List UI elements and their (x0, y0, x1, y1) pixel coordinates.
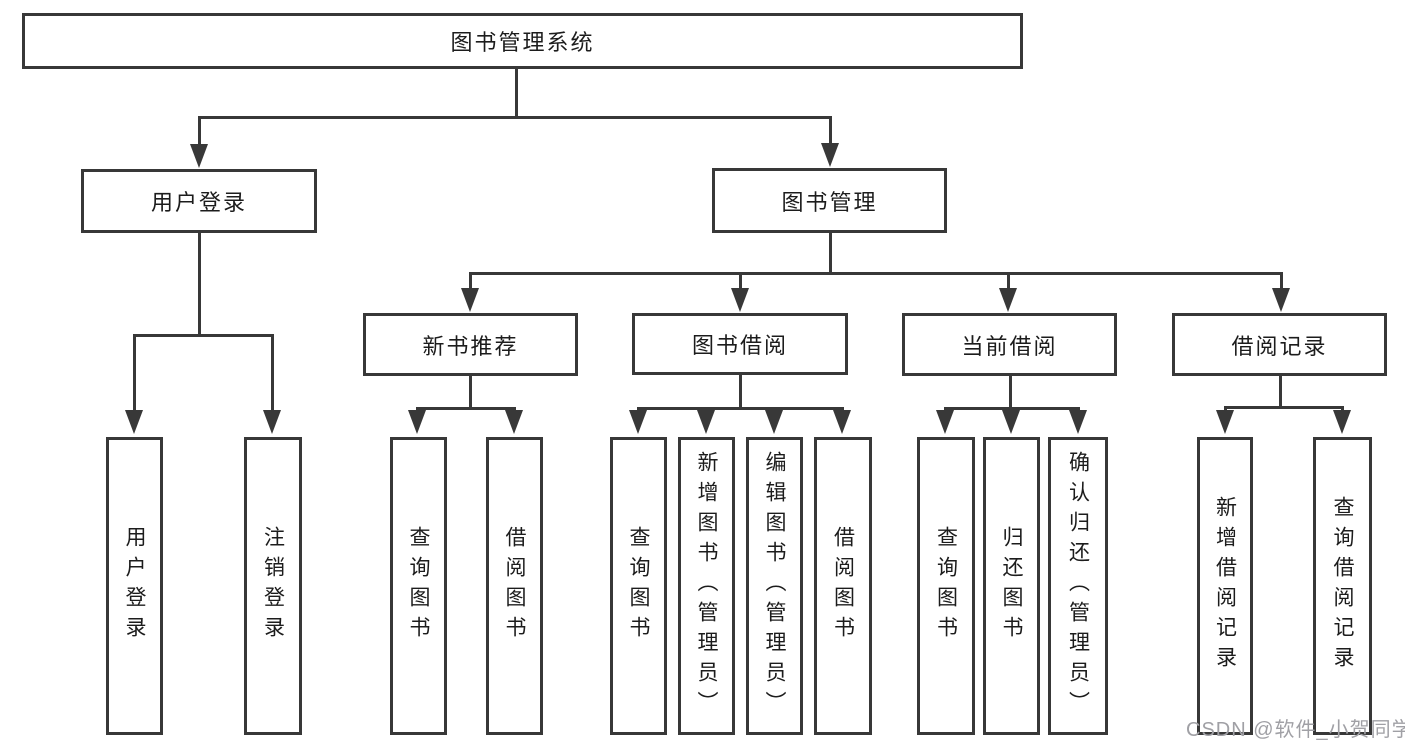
arrow-down-icon (697, 410, 715, 434)
node-label-leaf-return-book: 归还图书 (1000, 526, 1023, 646)
node-leaf-query-book-current: 查询图书 (917, 437, 975, 735)
node-library-system: 图书管理系统 (22, 13, 1023, 69)
connector-stem (197, 233, 201, 337)
node-label-user-login-module: 用户登录 (150, 190, 247, 215)
node-label-current-borrowing: 当前借阅 (961, 333, 1058, 359)
node-leaf-borrow-book-recommend: 借阅图书 (486, 437, 543, 735)
node-label-leaf-query-book-borrow: 查询图书 (627, 526, 650, 646)
node-book-management-module: 图书管理 (712, 168, 947, 233)
connector-drop (738, 273, 742, 294)
arrow-down-icon (408, 410, 426, 434)
node-label-leaf-logout: 注销登录 (261, 526, 285, 646)
arrow-down-icon (765, 410, 783, 434)
connector-drop (132, 335, 136, 416)
node-leaf-return-book: 归还图书 (983, 437, 1040, 735)
node-leaf-query-borrow-record: 查询借阅记录 (1313, 437, 1372, 735)
node-label-leaf-borrow-book-recommend: 借阅图书 (503, 526, 526, 646)
arrow-down-icon (821, 143, 839, 167)
arrow-down-icon (461, 288, 479, 312)
node-leaf-borrow-book-borrow: 借阅图书 (814, 437, 872, 735)
connector-bar (132, 333, 274, 337)
connector-stem (468, 376, 472, 410)
node-label-leaf-query-book-current: 查询图书 (934, 526, 958, 646)
node-label-leaf-confirm-return-admin: 确认归还（管理员） (1066, 451, 1090, 721)
connector-bar (468, 271, 1283, 275)
arrow-down-icon (936, 410, 954, 434)
connector-drop (828, 117, 832, 149)
connector-stem (1278, 376, 1282, 409)
node-borrowing-records: 借阅记录 (1172, 313, 1387, 376)
node-label-leaf-add-book-admin: 新增图书（管理员） (695, 451, 718, 721)
node-label-leaf-user-login: 用户登录 (123, 526, 146, 646)
arrow-down-icon (190, 144, 208, 168)
node-current-borrowing: 当前借阅 (902, 313, 1117, 376)
node-label-leaf-borrow-book-borrow: 借阅图书 (831, 526, 855, 646)
node-label-new-book-recommend: 新书推荐 (422, 333, 519, 359)
node-leaf-add-book-admin: 新增图书（管理员） (678, 437, 735, 735)
arrow-down-icon (1002, 410, 1020, 434)
connector-drop (468, 273, 472, 294)
node-label-library-system: 图书管理系统 (450, 30, 595, 55)
arrow-down-icon (999, 288, 1017, 312)
arrow-down-icon (1069, 410, 1087, 434)
node-leaf-query-book-recommend: 查询图书 (390, 437, 447, 735)
arrow-down-icon (629, 410, 647, 434)
arrow-down-icon (505, 410, 523, 434)
arrow-down-icon (263, 410, 281, 434)
node-leaf-query-book-borrow: 查询图书 (610, 437, 667, 735)
node-label-leaf-query-book-recommend: 查询图书 (407, 526, 430, 646)
arrow-down-icon (125, 410, 143, 434)
connector-bar (636, 406, 844, 410)
node-label-book-management-module: 图书管理 (781, 189, 878, 215)
node-new-book-recommend: 新书推荐 (363, 313, 578, 376)
arrow-down-icon (731, 288, 749, 312)
connector-drop (197, 117, 201, 150)
arrow-down-icon (1333, 410, 1351, 434)
connector-stem (1008, 376, 1012, 410)
node-label-book-borrowing: 图书借阅 (691, 333, 788, 358)
connector-bar (197, 115, 832, 119)
connector-stem (514, 69, 518, 119)
arrow-down-icon (1216, 410, 1234, 434)
node-label-leaf-edit-book-admin: 编辑图书（管理员） (763, 451, 786, 721)
connector-drop (270, 335, 274, 416)
node-label-leaf-query-borrow-record: 查询借阅记录 (1331, 496, 1354, 676)
connector-bar (1223, 405, 1344, 409)
node-leaf-user-login: 用户登录 (106, 437, 163, 735)
node-label-leaf-add-borrow-record: 新增借阅记录 (1213, 496, 1237, 676)
connector-drop (1279, 273, 1283, 294)
connector-stem (738, 375, 742, 410)
connector-stem (828, 233, 832, 275)
arrow-down-icon (1272, 288, 1290, 312)
connector-drop (1006, 273, 1010, 294)
node-leaf-edit-book-admin: 编辑图书（管理员） (746, 437, 803, 735)
node-leaf-logout: 注销登录 (244, 437, 302, 735)
csdn-watermark: CSDN @软件_小贺同学 (1186, 719, 1405, 741)
node-book-borrowing: 图书借阅 (632, 313, 848, 375)
connector-bar (415, 406, 516, 410)
node-label-borrowing-records: 借阅记录 (1231, 333, 1328, 359)
arrow-down-icon (833, 410, 851, 434)
node-leaf-confirm-return-admin: 确认归还（管理员） (1048, 437, 1108, 735)
node-user-login-module: 用户登录 (81, 169, 317, 233)
node-leaf-add-borrow-record: 新增借阅记录 (1197, 437, 1253, 735)
